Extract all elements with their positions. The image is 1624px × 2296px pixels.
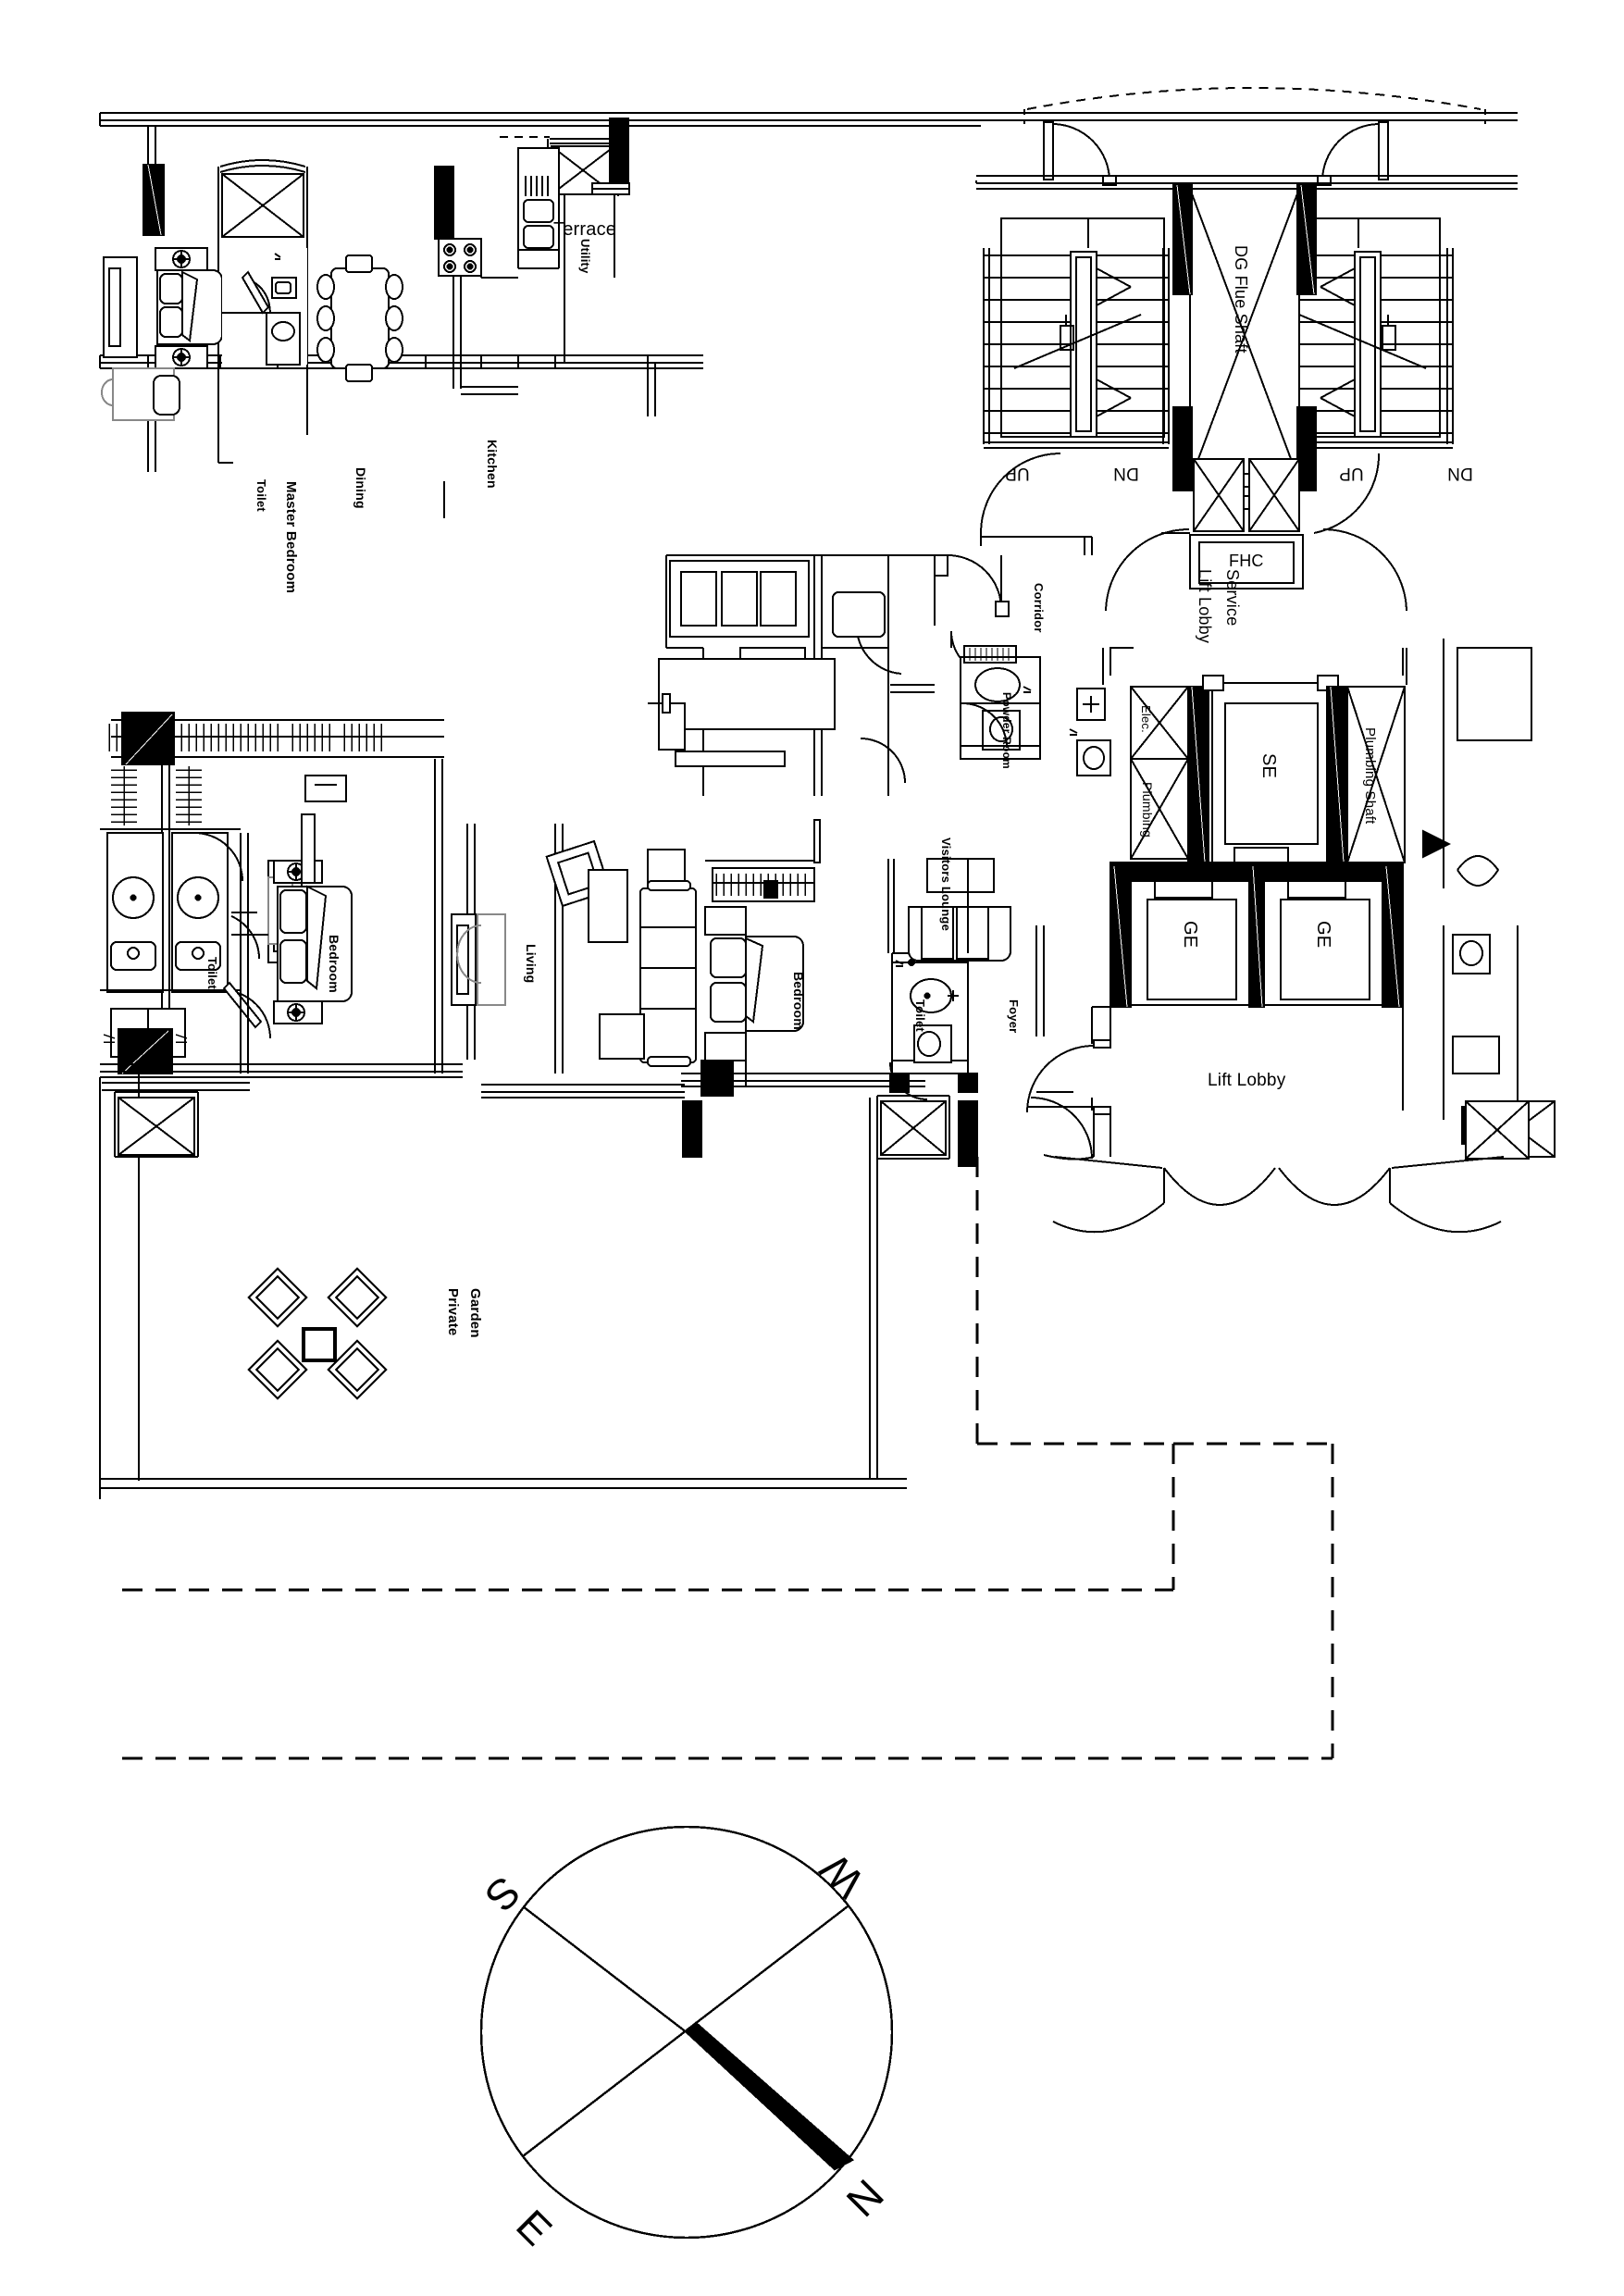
label-fhc: FHC <box>1229 552 1264 570</box>
master-bed <box>103 247 223 369</box>
center-toilet <box>889 952 969 1100</box>
ge-lifts <box>1130 878 1383 1006</box>
room-label-toilet-master: Toilet <box>254 479 268 512</box>
dining-furniture <box>316 254 403 382</box>
garden-furniture <box>247 1267 388 1400</box>
room-label-foyer: Foyer <box>1007 999 1021 1034</box>
stair-left <box>983 217 1170 449</box>
visitors-lounge-furniture <box>887 858 1011 962</box>
room-label-dining: Dining <box>353 467 368 509</box>
service-lobby-outline <box>1102 528 1407 685</box>
lift-label-se: SE <box>1258 753 1279 779</box>
living-furniture <box>451 839 697 1067</box>
foyer-walls <box>1030 925 1093 1160</box>
room-label-lift-lobby: Lift Lobby <box>1208 1071 1286 1090</box>
room-label-kitchen: Kitchen <box>485 440 500 489</box>
room-label-private-garden-line2: Garden <box>467 1288 483 1338</box>
wardrobe-hatch <box>111 766 202 825</box>
kitchen-fixtures <box>438 147 560 395</box>
room-label-private-garden-line1: Private <box>445 1288 461 1336</box>
right-edge-rooms <box>1443 639 1556 1158</box>
room-label-bedroom-left: Bedroom <box>327 935 341 993</box>
room-label-toilet-center: Toilet <box>913 999 927 1032</box>
stair-label-up-1: UP <box>1005 464 1030 483</box>
center-bedroom <box>704 819 821 1087</box>
small-shafts <box>1193 458 1300 532</box>
stair-label-dn-1: DN <box>1113 464 1139 483</box>
room-label-visitors-lounge: Visitors Lounge <box>939 838 953 931</box>
corridor-dresser <box>304 775 347 802</box>
room-label-utility: Utility <box>578 239 592 274</box>
utility-walls <box>559 182 648 364</box>
master-toilet <box>222 248 307 366</box>
room-label-service-line2: Lift Lobby <box>1196 569 1214 644</box>
bottom-bays <box>114 1091 1530 1160</box>
lift-label-ge-2: GE <box>1313 921 1333 949</box>
shaft-label-elec: Elec. <box>1139 705 1153 733</box>
central-sofa <box>648 560 886 767</box>
core-lobby-arcs <box>980 453 1381 555</box>
room-label-living: Living <box>524 944 539 984</box>
room-label-toilet-left: Toilet <box>205 957 219 989</box>
room-label-service-line1: Service <box>1223 569 1242 627</box>
property-lines <box>122 1157 1334 1760</box>
room-label-bedroom-center: Bedroom <box>791 972 806 1030</box>
left-bedroom <box>267 813 353 1024</box>
lobby-entry-arcs <box>1052 1156 1505 1234</box>
room-label-powder-room: Powder Room <box>1000 692 1013 769</box>
master-desk <box>101 367 180 421</box>
service-sinks <box>1069 688 1111 776</box>
fhc-box <box>1189 534 1304 590</box>
stair-label-dn-2: DN <box>1447 464 1473 483</box>
shaft-label-dg-flue: DG Flue Shaft <box>1232 245 1250 354</box>
stair-label-up-2: UP <box>1339 464 1364 483</box>
entry-arrow <box>1422 829 1452 859</box>
room-label-master-bedroom: Master Bedroom <box>283 481 299 594</box>
compass-rose <box>479 1825 894 2240</box>
room-label-terrace: Terrace <box>553 219 617 240</box>
core-top-walls <box>975 87 1518 190</box>
shaft-label-plumbing-right: Plumbing Shaft <box>1362 727 1378 825</box>
corridor-powderroom <box>887 554 1041 760</box>
terrace-window-bay <box>217 159 308 238</box>
elec-plumbing-shafts <box>1130 686 1189 860</box>
lift-label-ge-1: GE <box>1180 921 1200 949</box>
room-label-corridor: Corridor <box>1032 583 1046 633</box>
left-toilet-plumbing <box>103 1034 188 1043</box>
shaft-label-plumbing-left: Plumbing <box>1140 782 1155 838</box>
